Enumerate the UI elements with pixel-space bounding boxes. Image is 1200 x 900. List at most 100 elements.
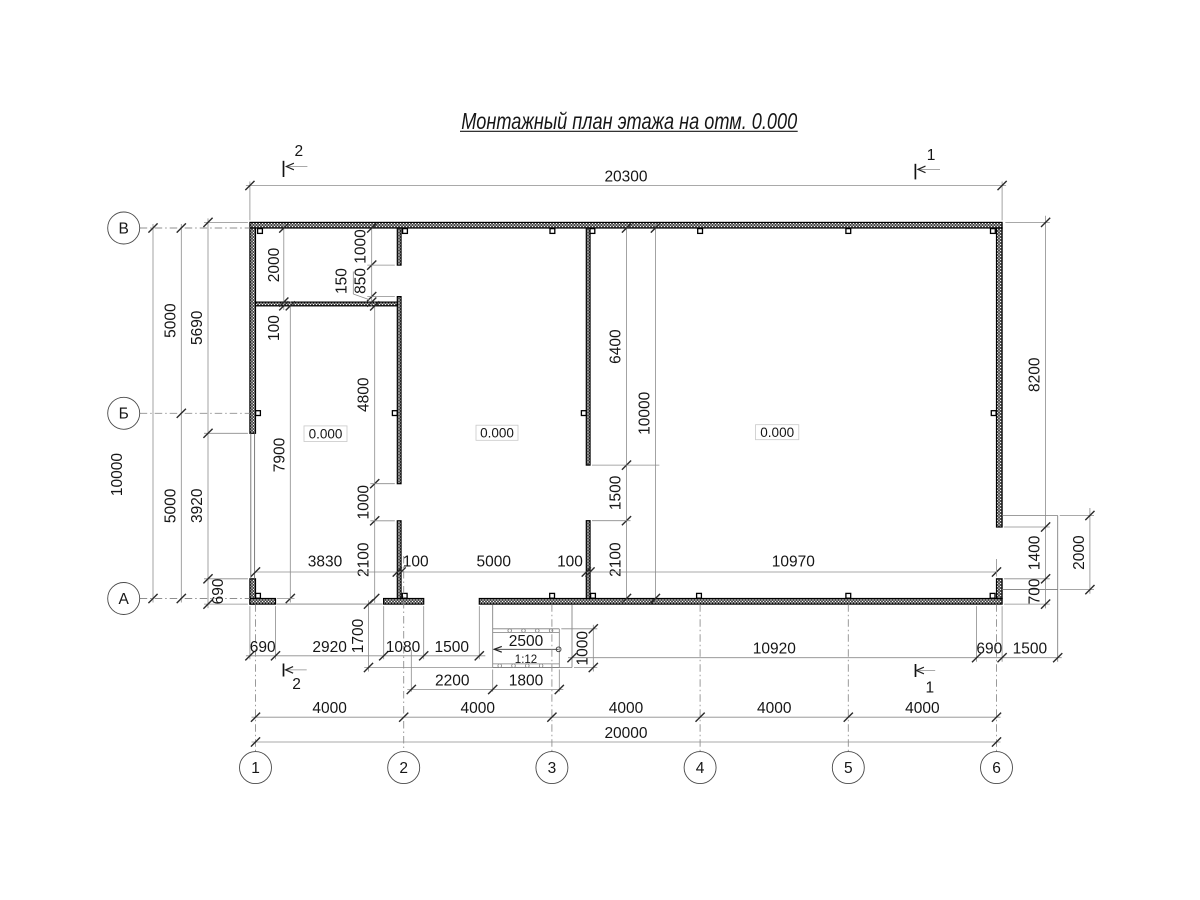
dim-text-4000-2: 4000	[461, 700, 496, 717]
wall-bottom-left-stub	[249, 597, 277, 605]
dim-text-4000-1: 4000	[312, 700, 347, 717]
section-mark-1-bottom: 1	[914, 664, 936, 697]
section-mark-2-top-arrow-head	[284, 162, 295, 171]
dim-text-2200: 2200	[435, 673, 470, 690]
section-mark-1-top-label: 1	[927, 147, 936, 164]
ramp-slope-arrow-end	[555, 646, 562, 653]
dim-text-100c: 100	[557, 554, 583, 571]
joint-marker-axisB-1	[254, 410, 262, 417]
level-mark-box-room3	[755, 424, 800, 441]
dim-text-4800: 4800	[356, 377, 373, 412]
dim-tick	[250, 736, 261, 748]
dim-room1-height: 2000 100 7900	[266, 222, 296, 604]
ramp-railing-post	[511, 663, 516, 668]
dim-tick	[418, 650, 429, 661]
dim-text-1000b: 1000	[356, 485, 373, 520]
joint-marker-bottom-2	[401, 592, 408, 599]
wall-right-upper	[995, 227, 1003, 528]
dim-text-850: 850	[353, 268, 370, 294]
dim-tick	[202, 599, 214, 610]
dim-tick	[176, 408, 187, 419]
dim-text-5690: 5690	[189, 310, 206, 345]
axis-label-col-1: 2	[399, 760, 408, 777]
dim-tick	[250, 712, 261, 723]
joint-marker-top-4	[697, 227, 704, 235]
dim-tick	[270, 650, 281, 661]
dim-text-3920: 3920	[189, 488, 206, 523]
section-mark-2-bottom-arrow-head	[284, 666, 294, 674]
dim-tick	[202, 573, 214, 584]
ramp-slope-label: 1:12	[515, 654, 537, 666]
title-text: Монтажный план этажа на отм. 0.000	[461, 108, 797, 134]
wall-partition1-bottom	[396, 520, 402, 600]
wall-partition2-top	[585, 227, 591, 466]
joint-marker-axisB-2	[990, 410, 997, 417]
window-left-wall	[250, 433, 256, 579]
axis-bubble-col-1	[387, 751, 421, 785]
dim-tick	[278, 297, 289, 308]
dim-tick	[650, 222, 661, 234]
ramp-railing-post	[535, 628, 540, 633]
ramp-railing-post	[521, 628, 526, 633]
axis-bubble-col-5	[980, 751, 1013, 785]
dim-tick	[147, 222, 159, 234]
dim-bottom-right: 10920 690 1500	[566, 606, 1063, 663]
section-mark-1-top: 1	[914, 147, 940, 180]
axis-label-col-2: 3	[548, 760, 557, 777]
axis-bubble-row-2	[107, 582, 141, 615]
ramp-railing-post	[507, 628, 512, 633]
dim-tick	[566, 652, 578, 663]
dim-left-chains: 10000 5000 5000 5690 3920 690	[109, 217, 248, 610]
level-mark-box-room1	[303, 425, 348, 442]
joint-marker-axisB-3	[391, 410, 398, 417]
wall-partition1-middle	[396, 296, 402, 485]
wall-partition1-top	[396, 227, 402, 266]
joint-marker-bottom-6	[989, 592, 996, 599]
dim-text-3830: 3830	[308, 554, 343, 571]
dim-right-chains: 8200 1400 700 2000	[1004, 215, 1095, 610]
dim-tick	[621, 593, 632, 604]
dim-text-1500a: 1500	[608, 475, 625, 510]
dim-overall-top: 20300	[244, 169, 1008, 221]
joint-marker-top-2	[401, 227, 409, 235]
joint-marker-top-7	[589, 227, 596, 235]
dim-text-1500b: 1500	[434, 639, 469, 656]
dim-tick	[474, 650, 485, 661]
dim-text-690c: 690	[976, 641, 1002, 658]
dim-tick	[588, 662, 599, 673]
dim-text-1000c: 1000	[574, 631, 591, 666]
dim-text-2000b: 2000	[1071, 535, 1088, 570]
dim-room1-door: 1000 850 150	[334, 222, 395, 308]
dim-text-1000a: 1000	[353, 229, 370, 264]
dim-tick	[366, 297, 377, 308]
dim-partition2-chain: 6400 1500 2100 10000	[592, 222, 661, 604]
dim-text-6400: 6400	[608, 329, 625, 364]
axis-label-col-0: 1	[251, 760, 260, 777]
dim-text-20000: 20000	[604, 725, 647, 742]
dim-tick	[546, 712, 557, 723]
dim-tick	[176, 222, 187, 234]
wall-left-upper	[249, 227, 257, 434]
ramp: 2500 1:12	[492, 628, 562, 668]
dim-tick	[971, 652, 982, 663]
joint-marker-top-1	[256, 227, 264, 235]
dim-tick	[202, 217, 214, 228]
axis-bubble-row-1	[107, 396, 141, 430]
dim-tick	[244, 650, 255, 661]
dim-text-100a: 100	[266, 315, 283, 341]
axis-bubble-col-0	[239, 751, 272, 785]
right-porch	[1002, 515, 1059, 662]
dim-tick	[250, 566, 261, 578]
dim-text-1700: 1700	[350, 618, 367, 653]
dim-text-150: 150	[334, 268, 351, 294]
dim-tick	[554, 684, 565, 695]
joint-marker-bottom-4	[695, 592, 703, 599]
dim-tick	[396, 566, 407, 578]
dim-bottom-openings: 690 2920 1080 1500	[244, 606, 486, 661]
dim-text-690b: 690	[250, 639, 276, 656]
dim-text-10000b: 10000	[636, 391, 653, 434]
dim-text-1800: 1800	[509, 673, 544, 690]
dim-text-10970: 10970	[772, 554, 815, 571]
dim-text-8200: 8200	[1027, 357, 1044, 392]
